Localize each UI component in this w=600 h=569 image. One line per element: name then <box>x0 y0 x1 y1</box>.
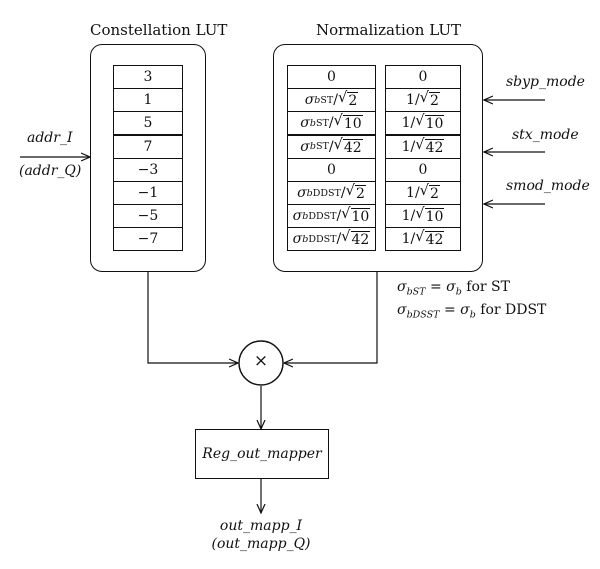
constellation-cell: 7 <box>113 134 183 159</box>
normalization-cell-scale: 1/√42 <box>385 227 461 252</box>
normalization-cell-scale: 1/√2 <box>385 181 461 205</box>
sqrt-expression: √2 <box>419 181 440 202</box>
addr-q-label: (addr_Q) <box>19 163 82 179</box>
normalization-cell-sigma: 0 <box>287 65 376 89</box>
normalization-to-multiplier <box>284 272 378 363</box>
register-label: Reg_out_mapper <box>202 446 322 462</box>
stx-mode-label: stx_mode <box>512 127 579 143</box>
sqrt-expression: √42 <box>341 228 371 249</box>
normalization-cell-scale: 1/√2 <box>385 88 461 113</box>
sqrt-expression: √2 <box>419 89 440 110</box>
constellation-cell: −5 <box>113 204 183 229</box>
sqrt-expression: √10 <box>415 205 445 226</box>
constellation-cell: 3 <box>113 65 183 89</box>
sqrt-expression: √10 <box>341 205 371 226</box>
constellation-cell: −3 <box>113 157 183 182</box>
register-box: Reg_out_mapper <box>195 429 329 479</box>
sqrt-expression: √10 <box>333 112 363 133</box>
normalization-cell-scale: 1/√10 <box>385 204 461 229</box>
sbyp-mode-label: sbyp_mode <box>506 74 585 90</box>
normalization-cell-sigma: 0 <box>287 157 376 182</box>
constellation-cell: 5 <box>113 111 183 136</box>
normalization-cell-scale: 1/√42 <box>385 134 461 159</box>
normalization-cell-scale: 0 <box>385 65 461 89</box>
sqrt-expression: √42 <box>415 135 445 156</box>
normalization-cell-scale: 1/√10 <box>385 111 461 136</box>
multiplier-symbol: × <box>253 351 269 371</box>
sqrt-expression: √42 <box>415 228 445 249</box>
sqrt-expression: √42 <box>333 135 363 156</box>
addr-i-label: addr_I <box>27 130 73 146</box>
out-i-label: out_mapp_I <box>219 518 303 534</box>
note-ddst: σbDSST = σb for DDST <box>397 302 547 321</box>
out-q-label: (out_mapp_Q) <box>211 536 311 552</box>
constellation-cell: −7 <box>113 227 183 252</box>
constellation-cell: 1 <box>113 88 183 113</box>
multiplier-circle <box>238 340 284 386</box>
sqrt-expression: √10 <box>415 112 445 133</box>
sqrt-expression: √2 <box>345 181 366 202</box>
constellation-to-multiplier <box>147 272 238 363</box>
normalization-title: Normalization LUT <box>316 21 462 39</box>
constellation-title: Constellation LUT <box>90 21 228 39</box>
sqrt-expression: √2 <box>337 89 359 110</box>
note-st: σbST = σb for ST <box>397 279 510 298</box>
constellation-cell: −1 <box>113 181 183 205</box>
normalization-cell-scale: 0 <box>385 157 461 182</box>
smod-mode-label: smod_mode <box>506 178 590 194</box>
